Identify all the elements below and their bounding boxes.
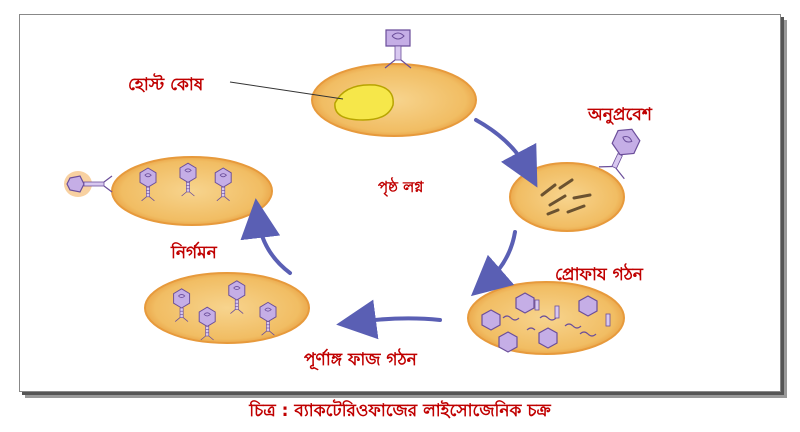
assembly-cell <box>144 272 310 344</box>
label-prophage-formation: প্রোফায গঠন <box>555 265 643 285</box>
label-attachment: পৃষ্ঠ লগ্ন <box>378 178 424 196</box>
label-penetration: অনুপ্রবেশ <box>588 105 652 125</box>
viral-dna-fragments <box>540 178 592 216</box>
penetrating-phage-icon <box>598 128 641 180</box>
host-cell-pointer <box>229 81 344 100</box>
arrow-penetration-to-prophage <box>470 230 517 297</box>
label-complete-phage-formation: পূর্ণাঙ্গ ফাজ গঠন <box>304 350 417 370</box>
figure-caption: চিত্র : ব্যাকটেরিওফাজের লাইসোজেনিক চক্র <box>249 401 551 421</box>
arrow-attach-to-penetration <box>474 118 538 188</box>
arrow-prophage-to-assembly <box>336 299 442 340</box>
label-host-cell: হোস্ট কোষ <box>128 75 204 95</box>
label-release: নির্গমন <box>171 243 217 263</box>
escaping-phage-icon <box>64 171 113 197</box>
penetration-cell <box>509 162 625 232</box>
arrow-assembly-to-release <box>240 198 292 275</box>
attaching-phage-icon <box>384 29 412 69</box>
host-nucleus <box>334 84 394 121</box>
prophage-components <box>481 292 611 353</box>
